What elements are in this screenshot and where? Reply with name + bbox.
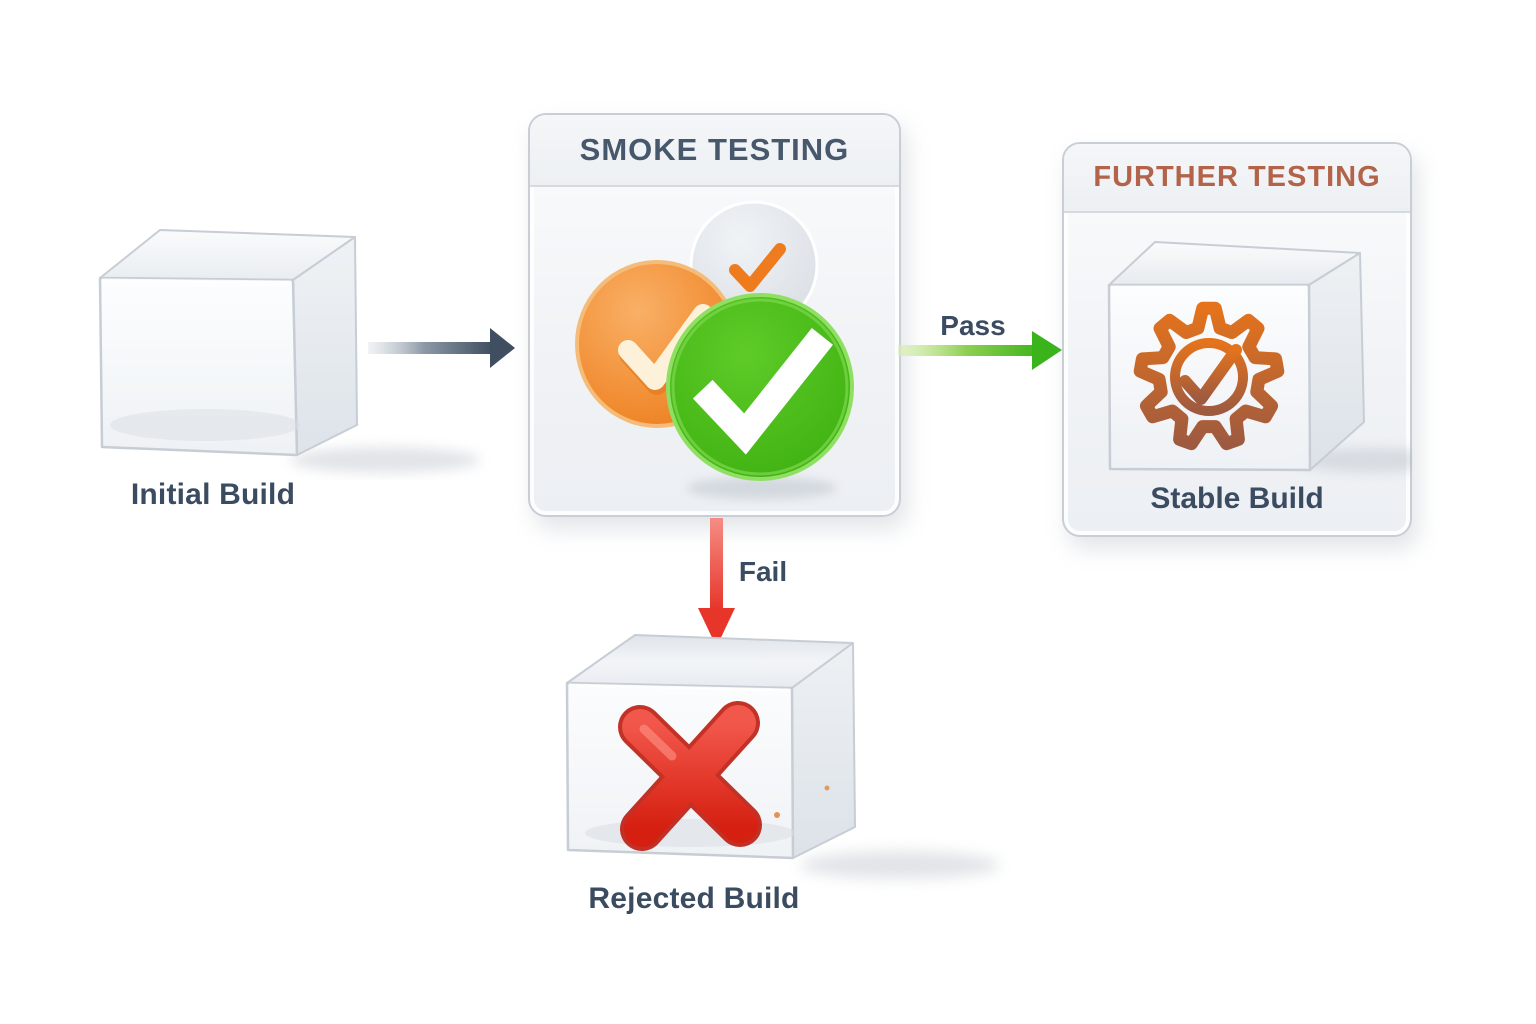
stable-build-cube: [1107, 241, 1412, 472]
cube-shadow: [290, 447, 480, 473]
triple-checkmark-badges-icon: [575, 200, 854, 499]
pass-label: Pass: [940, 310, 1006, 341]
pass-arrow: [898, 331, 1062, 370]
green-check-badge: [666, 293, 854, 481]
arrowhead: [490, 328, 515, 368]
gear-check-icon: [1133, 301, 1285, 451]
rejected-build-label: Rejected Build: [588, 882, 800, 915]
further-testing-header: FURTHER TESTING: [1064, 144, 1410, 213]
rejected-build-box-icon: [565, 634, 1000, 879]
smoke-testing-card: SMOKE TESTING: [528, 113, 901, 517]
initial-build-cube-icon: [98, 229, 480, 473]
smoke-testing-header: SMOKE TESTING: [530, 115, 899, 187]
fail-arrow: [698, 518, 735, 647]
arrowhead: [1032, 331, 1062, 370]
further-testing-card: FURTHER TESTING: [1062, 142, 1412, 537]
red-cross-icon: [618, 701, 762, 851]
initial-to-smoke-arrow: [368, 328, 515, 368]
initial-build-label: Initial Build: [130, 478, 296, 511]
smoke-testing-title: SMOKE TESTING: [579, 132, 850, 167]
fail-label: Fail: [738, 556, 788, 587]
further-testing-title: FURTHER TESTING: [1093, 161, 1381, 193]
arrowhead: [698, 608, 735, 647]
stable-build-label: Stable Build: [1150, 482, 1324, 515]
